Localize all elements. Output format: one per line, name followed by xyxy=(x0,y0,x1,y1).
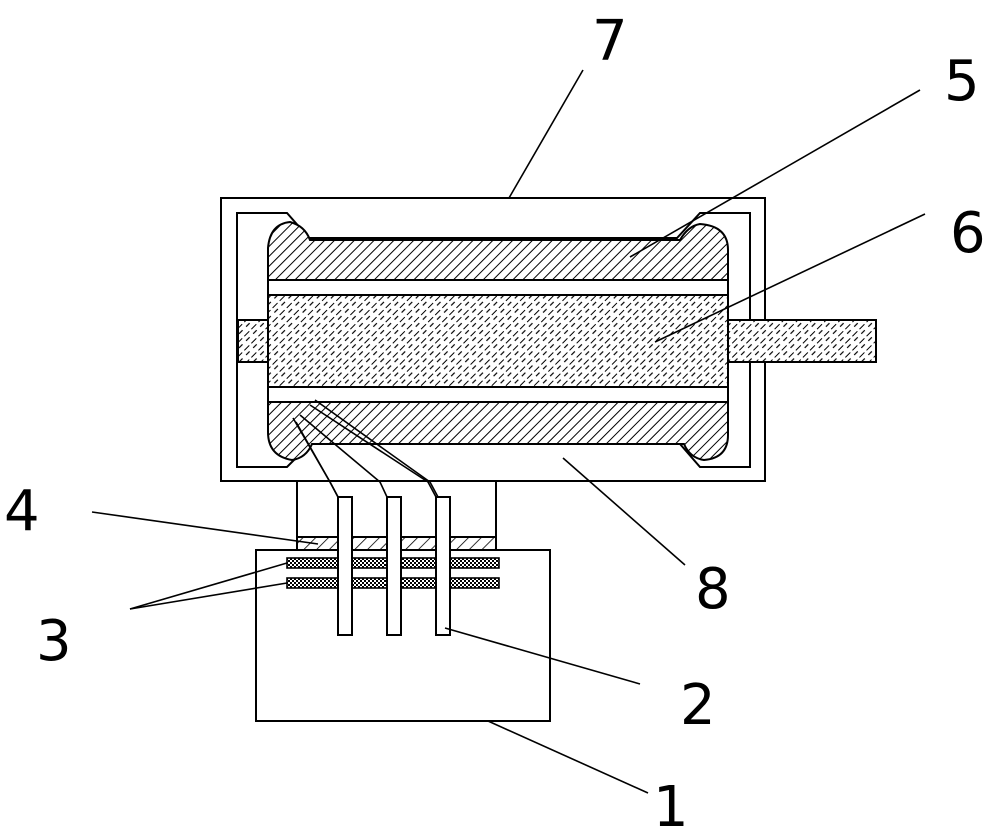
leader-8 xyxy=(562,457,686,566)
label-5: 5 xyxy=(944,49,980,114)
leader-7 xyxy=(508,69,584,199)
pin-2 xyxy=(386,496,402,636)
label-2: 2 xyxy=(680,673,716,738)
label-3: 3 xyxy=(36,609,72,674)
pin-1 xyxy=(337,496,353,636)
lead-3 xyxy=(299,414,388,498)
label-6: 6 xyxy=(950,201,986,266)
leader-4 xyxy=(91,511,319,545)
lead-4 xyxy=(309,404,437,498)
core-body xyxy=(267,294,729,388)
leader-3a xyxy=(129,562,288,610)
base-block xyxy=(255,549,551,722)
lead-5 xyxy=(314,399,439,498)
lower-gap xyxy=(267,386,729,403)
leader-1 xyxy=(487,720,649,794)
upper-winding xyxy=(267,220,729,281)
leader-6 xyxy=(654,213,926,343)
lead-2 xyxy=(295,421,339,498)
label-4: 4 xyxy=(4,479,40,544)
upper-gap xyxy=(267,279,729,296)
leader-2 xyxy=(444,627,641,685)
leader-3b xyxy=(129,582,288,610)
core-rod-right xyxy=(727,319,877,363)
label-7: 7 xyxy=(592,9,628,74)
lower-winding xyxy=(267,401,729,462)
pin-3 xyxy=(435,496,451,636)
leader-5 xyxy=(629,89,921,258)
label-8: 8 xyxy=(695,557,731,622)
label-1: 1 xyxy=(653,775,689,837)
core-rod-left xyxy=(237,319,271,363)
